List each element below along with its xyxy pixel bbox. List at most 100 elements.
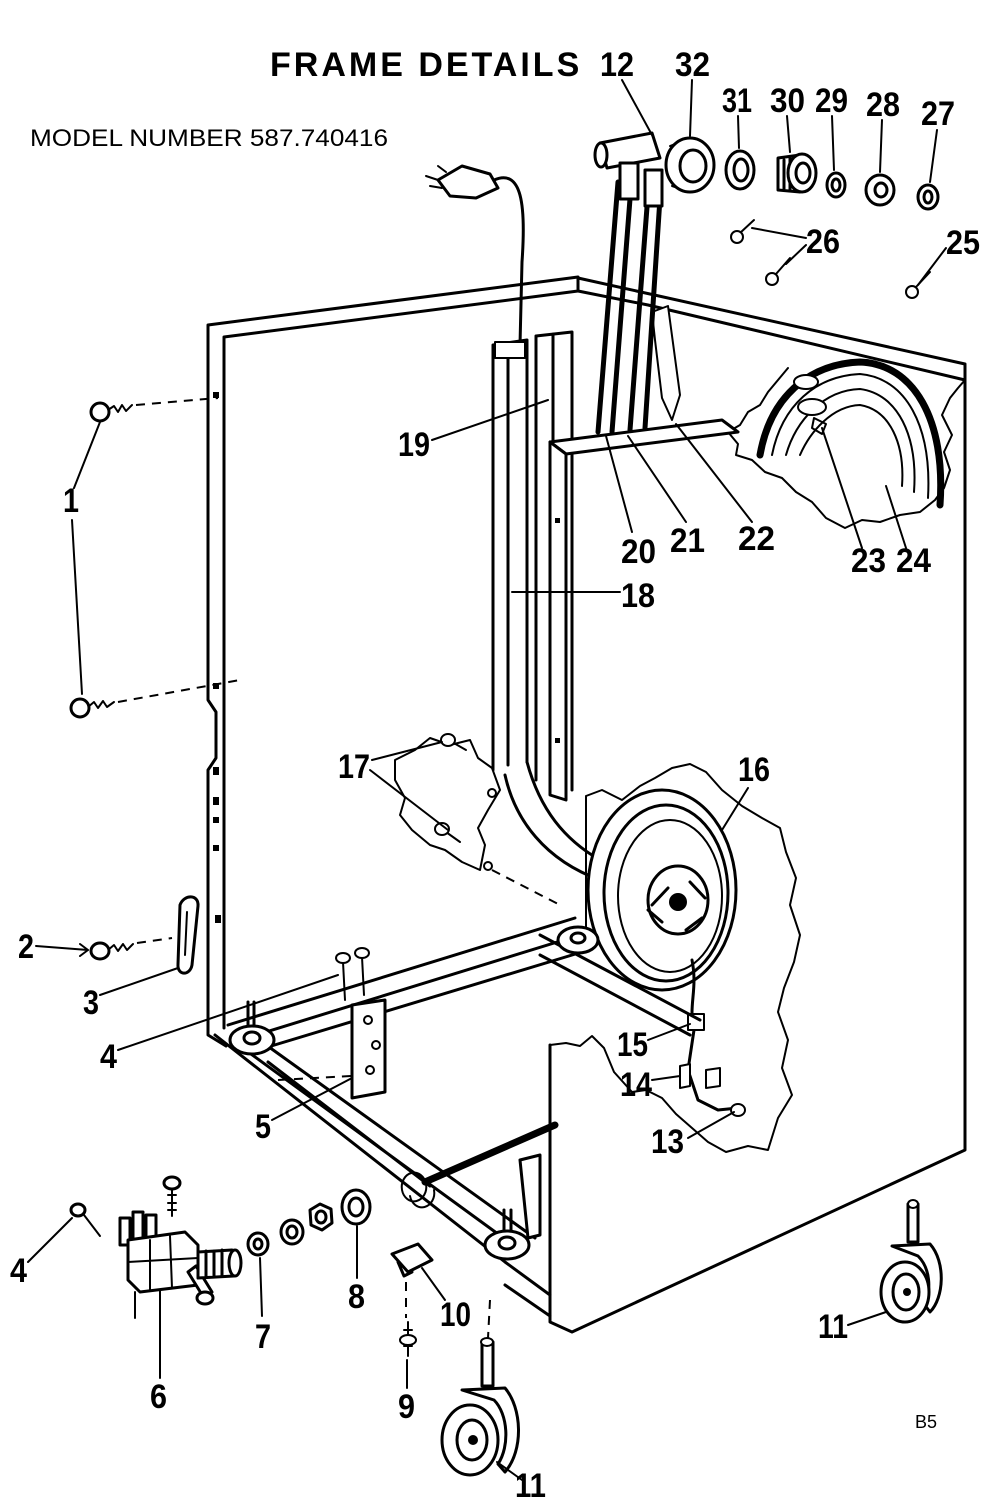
- callout-30: 30: [770, 82, 805, 120]
- screw-2-shank: [107, 943, 134, 952]
- foot-pad-front-center: [497, 1235, 517, 1251]
- screw-26b: [775, 257, 791, 275]
- callout-4-base: 4: [100, 1038, 117, 1076]
- callout-29: 29: [815, 82, 848, 120]
- nut-7: [246, 1231, 270, 1257]
- foot-pad-rear-right: [556, 925, 600, 955]
- blower-impeller-vanes: [646, 880, 707, 932]
- fitting-rings: [664, 136, 940, 211]
- cord-wire: [492, 176, 525, 347]
- caster-bottom-stem-tip: [480, 1337, 494, 1347]
- diagram-title: FRAME DETAILS: [270, 46, 582, 84]
- base-rod-spring: [400, 1171, 436, 1209]
- coupling-30: [786, 152, 818, 194]
- screw-1-lower-head: [69, 697, 91, 719]
- right-panel-upper-cutaway-edge: [727, 367, 966, 529]
- screw-1-upper-dash: [135, 397, 219, 406]
- plate-dash-line: [491, 869, 561, 906]
- washer-29: [825, 171, 847, 199]
- left-panel-outline: [206, 275, 580, 1048]
- blower-rim: [602, 803, 730, 983]
- drum-seal-felt: [756, 358, 945, 509]
- water-hoses: [595, 179, 663, 435]
- caster-right-stem-tip: [907, 1199, 919, 1209]
- nut-28: [864, 173, 896, 207]
- fitting-connector-right: [643, 168, 664, 208]
- ring-31-bore: [732, 157, 750, 183]
- bracket-5: [350, 998, 387, 1100]
- blower-inner-rim: [617, 819, 723, 973]
- callout-25: 25: [946, 224, 980, 262]
- callout-27: 27: [921, 95, 955, 133]
- callout-11-bottom: 11: [515, 1467, 546, 1500]
- bracket-5-dash: [277, 1075, 353, 1081]
- right-panel-outline: [548, 276, 967, 1334]
- callout-6: 6: [150, 1378, 167, 1416]
- foot-pad-rear-left: [228, 1024, 276, 1056]
- caster-bottom-wheel-hub: [455, 1418, 489, 1462]
- screw-4b: [361, 956, 365, 996]
- screw-1-lower-shank: [87, 700, 115, 709]
- bulkhead-front-edge: [548, 440, 568, 802]
- ring-gasket-bore: [285, 1224, 299, 1240]
- plate-screw-17b-head: [434, 822, 450, 836]
- callout-19: 19: [398, 426, 430, 464]
- base-rod: [421, 1121, 559, 1186]
- drawing-code: B5: [915, 1412, 937, 1432]
- drum-seal-assembly: [756, 358, 945, 509]
- screw-1-lower-dash: [117, 679, 241, 703]
- callout-23: 23: [851, 542, 886, 580]
- harness-strap-14: [679, 1063, 721, 1089]
- washer-8: [340, 1188, 372, 1226]
- model-number: MODEL NUMBER 587.740416: [30, 125, 388, 152]
- right-panel-lower-cutaway-edge: [549, 763, 801, 1153]
- hose-20: [595, 179, 634, 435]
- screw-26b-head: [765, 272, 779, 286]
- clip-hardware: [390, 1242, 434, 1357]
- valve-outlet-end: [195, 1290, 215, 1306]
- callout-32: 32: [675, 46, 710, 84]
- callout-5: 5: [255, 1108, 271, 1146]
- clip-10: [390, 1242, 434, 1278]
- base-bracket-hardware: [277, 947, 387, 1100]
- right-side-panel: [548, 276, 967, 1334]
- blower-hub: [669, 893, 687, 911]
- harness-clip-15: [687, 1013, 705, 1031]
- water-valve-assembly: [69, 1175, 372, 1319]
- caster-right-wheel-hub: [891, 1272, 921, 1312]
- nut-28-bore: [873, 181, 889, 199]
- power-cord: [425, 164, 525, 347]
- base-leg-bracket: [518, 1153, 542, 1240]
- ring-32-bore: [678, 148, 708, 184]
- plate-screw-17a-head: [440, 733, 456, 747]
- caster-bottom-fork: [460, 1386, 520, 1474]
- screw-1-upper-shank: [107, 404, 133, 413]
- valve-legs: [134, 1289, 161, 1319]
- fitting-connector-left: [618, 161, 640, 201]
- harness-wire: [686, 958, 740, 1112]
- rear-channels: [491, 330, 602, 882]
- plug-prongs: [425, 165, 447, 189]
- caster-right: [879, 1199, 943, 1324]
- hose-21: [627, 191, 663, 433]
- plate-holes: [483, 788, 497, 871]
- callout-12: 12: [600, 46, 634, 84]
- left-panel-mounting-holes: [213, 392, 221, 923]
- callout-9: 9: [398, 1388, 415, 1426]
- callout-20: 20: [621, 533, 656, 571]
- channel-clip: [494, 341, 526, 359]
- screw-4b-head: [354, 947, 370, 959]
- callout-10: 10: [440, 1296, 471, 1334]
- callout-18: 18: [621, 577, 655, 615]
- coupling-30-bore: [794, 161, 812, 185]
- hose-bracket: [651, 305, 681, 421]
- valve-screw-4-shank: [83, 1214, 101, 1237]
- valve-outlet-nozzle: [186, 1264, 214, 1300]
- screw-26a: [739, 219, 755, 234]
- washer-8-bore: [347, 1196, 365, 1218]
- bulkhead-panel: [548, 418, 740, 802]
- caster-bottom: [440, 1337, 520, 1477]
- caster-right-axle: [903, 1288, 911, 1296]
- callout-13: 13: [651, 1123, 684, 1161]
- callout-11-right: 11: [818, 1308, 848, 1346]
